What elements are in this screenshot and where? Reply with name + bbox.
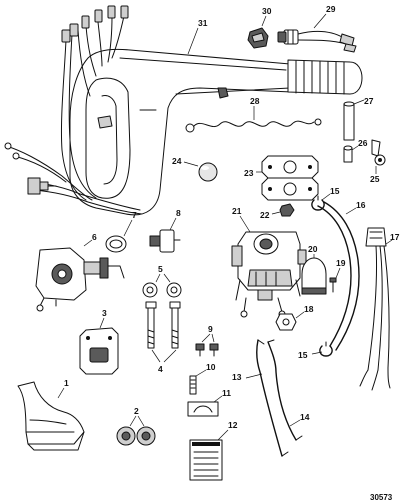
part-31-tiller-handle <box>69 27 363 216</box>
callout-25: 25 <box>370 174 380 184</box>
part-8-connector <box>149 217 181 253</box>
part-14-link-rod <box>267 339 303 441</box>
part-29-stop-switch <box>277 13 357 53</box>
callout-11: 11 <box>222 388 231 398</box>
callout-28: 28 <box>250 96 260 106</box>
figure-number: 30573 <box>370 493 393 502</box>
callout-17: 17 <box>390 232 400 242</box>
part-30-kill-switch-cap <box>247 15 269 49</box>
part-5-washers <box>142 273 182 298</box>
part-22-nut <box>271 203 295 217</box>
part-16-fuel-hose <box>317 201 360 351</box>
callout-13: 13 <box>232 372 242 382</box>
callout-1: 1 <box>64 378 69 388</box>
part-12-decal-label <box>189 429 229 481</box>
callout-23: 23 <box>244 168 254 178</box>
callout-10: 10 <box>206 362 216 372</box>
callout-15-lower: 15 <box>298 350 308 360</box>
callout-5: 5 <box>158 264 163 274</box>
callout-8: 8 <box>176 208 181 218</box>
callout-30: 30 <box>262 6 272 16</box>
part-27-tube <box>343 99 365 141</box>
callout-29: 29 <box>326 4 336 14</box>
part-19-screw <box>329 267 341 293</box>
part-10-decal <box>189 369 207 395</box>
part-18-nut <box>275 311 305 331</box>
part-15-hose-clamp-lower <box>311 341 333 357</box>
part-2-caps <box>116 415 156 446</box>
callout-14: 14 <box>300 412 310 422</box>
callout-20: 20 <box>308 244 318 254</box>
part-31-wiring-harness <box>4 5 143 215</box>
callout-22: 22 <box>260 210 270 220</box>
callout-26: 26 <box>358 138 368 148</box>
callout-9: 9 <box>208 324 213 334</box>
part-6-shift-assembly <box>35 239 125 312</box>
part-3-control-panel <box>79 317 119 375</box>
callout-31: 31 <box>198 18 208 28</box>
part-20-primer-bulb <box>301 254 327 295</box>
part-11-decal <box>187 395 223 417</box>
part-13-link-rod <box>245 339 289 457</box>
part-28-lanyard <box>185 106 322 133</box>
callout-16: 16 <box>356 200 366 210</box>
part-1-cover-bracket <box>17 381 85 451</box>
callout-21: 21 <box>232 206 242 216</box>
callout-15-upper: 15 <box>330 186 340 196</box>
callout-6: 6 <box>92 232 97 242</box>
part-25-terminal <box>371 139 386 174</box>
callout-3: 3 <box>102 308 107 318</box>
callout-12: 12 <box>228 420 238 430</box>
callout-27: 27 <box>364 96 374 106</box>
part-24-plug <box>183 161 218 182</box>
part-15-hose-clamp-upper <box>311 193 331 211</box>
callout-4: 4 <box>158 364 163 374</box>
callout-7: 7 <box>132 210 137 220</box>
callout-19: 19 <box>336 258 346 268</box>
part-26-bushing <box>343 145 359 163</box>
callout-24: 24 <box>172 156 182 166</box>
part-9-screws <box>195 333 219 357</box>
part-23-gaskets <box>256 155 319 201</box>
part-17-wire-harness <box>359 227 393 391</box>
part-4-bolts <box>145 301 181 363</box>
callout-18: 18 <box>304 304 314 314</box>
callout-2: 2 <box>134 406 139 416</box>
part-21-carburetor <box>231 215 307 318</box>
part-7-o-ring <box>105 219 133 253</box>
